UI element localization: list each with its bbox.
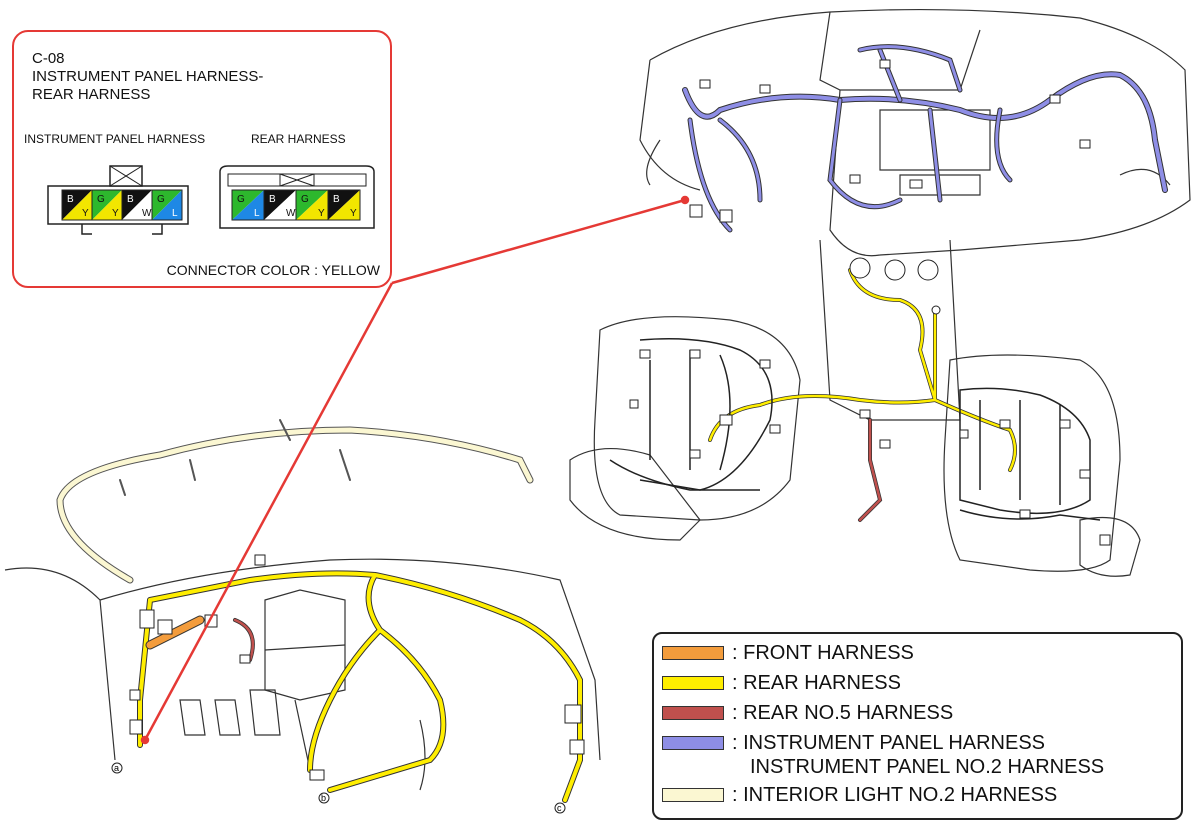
pin-color-stripe (92, 190, 122, 220)
seat-wiring (609, 338, 1101, 521)
pin-cell (327, 189, 361, 221)
legend-swatch (662, 646, 724, 660)
pin-color-code-bottom: Y (82, 208, 89, 219)
callout-pointer (140, 195, 690, 745)
legend-label-instrument-panel-no2: INSTRUMENT PANEL NO.2 HARNESS (750, 756, 1105, 778)
pin-color-code-bottom: Y (350, 208, 357, 219)
legend-item-front-harness: : FRONT HARNESS (662, 642, 914, 664)
pin-color-code-bottom: Y (112, 208, 119, 219)
pin-color-code-top: B (333, 194, 340, 205)
pin-color-code-top: B (127, 194, 134, 205)
connector-callout: C-08 INSTRUMENT PANEL HARNESS- REAR HARN… (12, 30, 392, 288)
pin-color-code-top: G (301, 194, 309, 205)
pin-color-code-top: G (237, 194, 245, 205)
connector-code: C-08 (32, 50, 65, 67)
legend-label: : FRONT HARNESS (732, 642, 914, 664)
pin-cell (151, 189, 183, 221)
pin-color-code-top: B (269, 194, 276, 205)
pin-color-code-top: G (157, 194, 165, 205)
marker-b: b (321, 793, 326, 803)
location-markers (111, 762, 566, 814)
pin-color-stripe (62, 190, 92, 220)
legend-item-rear-no5-harness: : REAR NO.5 HARNESS (662, 702, 953, 724)
pin-color-code-top: B (67, 194, 74, 205)
pin-color-code-bottom: W (142, 208, 152, 219)
pin-color-code-bottom: L (254, 208, 260, 219)
rear-harness-route-upper (708, 268, 1017, 522)
label-instrument-panel-harness: INSTRUMENT PANEL HARNESS (24, 132, 206, 146)
legend-swatch (662, 788, 724, 802)
pin-color-stripe (328, 190, 360, 220)
pin-color-code-bottom: W (286, 208, 296, 219)
marker-a: a (114, 763, 119, 773)
label-rear-harness: REAR HARNESS (251, 132, 346, 146)
pin-color-stripe (152, 190, 182, 220)
harness-legend: : FRONT HARNESS : REAR HARNESS : REAR NO… (652, 632, 1183, 820)
connector-title-line1: INSTRUMENT PANEL HARNESS- (32, 68, 264, 85)
connector-color-note: CONNECTOR COLOR : YELLOW (166, 262, 380, 278)
legend-item-instrument-panel-harness: : INSTRUMENT PANEL HARNESS (662, 732, 1045, 754)
rear-harness-route-lower (137, 570, 583, 803)
pin-color-stripe (232, 190, 264, 220)
legend-label: : INTERIOR LIGHT NO.2 HARNESS (732, 784, 1058, 806)
marker-c: c (557, 803, 562, 813)
legend-label: : REAR HARNESS (732, 672, 901, 694)
legend-swatch (662, 706, 724, 720)
connector-title-line2: REAR HARNESS (32, 86, 151, 103)
connectors-lower (129, 554, 585, 781)
legend-swatch (662, 736, 724, 750)
dashboard-outline (569, 8, 1191, 577)
pin-color-code-bottom: L (172, 208, 178, 219)
interior-light-harness-route (56, 419, 534, 584)
legend-label: : INSTRUMENT PANEL HARNESS (732, 732, 1046, 754)
instrument-panel-harness-route (682, 44, 1168, 233)
connectors-upper (629, 59, 1111, 546)
lower-dashboard-outline (4, 558, 601, 791)
pin-color-code-bottom: Y (318, 208, 325, 219)
legend-label: : REAR NO.5 HARNESS (732, 702, 954, 724)
legend-swatch (662, 676, 724, 690)
pin-color-stripe (296, 190, 328, 220)
pin-color-code-top: G (97, 194, 105, 205)
pin-color-stripe (122, 190, 152, 220)
legend-item-rear-harness: : REAR HARNESS (662, 672, 901, 694)
legend-item-interior-light-harness: : INTERIOR LIGHT NO.2 HARNESS (662, 784, 1057, 806)
pin-color-stripe (264, 190, 296, 220)
